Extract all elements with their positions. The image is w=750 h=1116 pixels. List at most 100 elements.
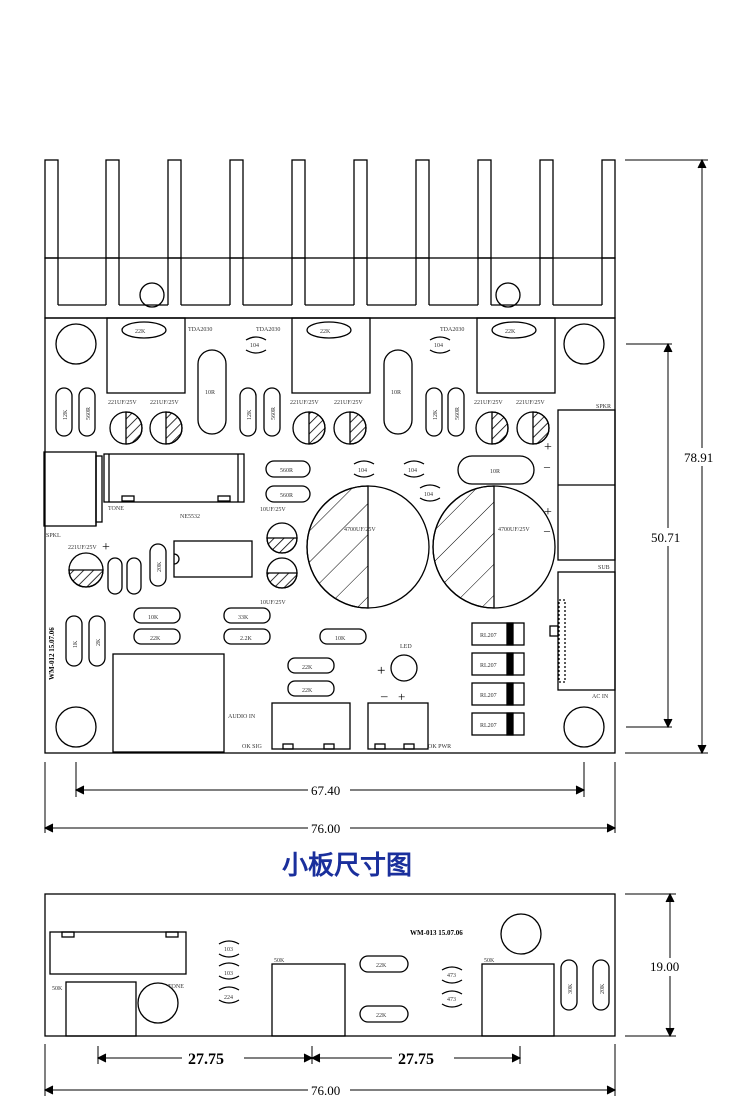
dim-small-width: 76.00 [311,1083,340,1098]
small-board-labels: WM-013 15.07.06 50K TONE 103 103 224 50K… [52,929,606,1019]
svg-text:221UF/25V: 221UF/25V [68,545,97,551]
svg-text:473: 473 [447,973,456,979]
svg-text:10R: 10R [490,469,500,475]
svg-text:12K: 12K [63,409,69,420]
svg-text:TONE: TONE [108,506,124,512]
svg-text:OK PWR: OK PWR [428,744,451,750]
svg-text:+: + [544,440,552,455]
svg-text:22K: 22K [376,1013,387,1019]
dim-main-hole-v: 50.71 [651,530,680,545]
svg-text:104: 104 [434,343,443,349]
dim-small-height: 19.00 [650,959,679,974]
svg-text:RL207: RL207 [480,723,497,729]
svg-text:103: 103 [224,971,233,977]
mount-hole [563,323,605,365]
svg-text:10UF/25V: 10UF/25V [260,600,286,606]
svg-text:30K: 30K [568,983,574,994]
svg-text:10R: 10R [391,390,401,396]
svg-text:TONE: TONE [168,984,184,990]
svg-text:4700UF/25V: 4700UF/25V [344,527,376,533]
main-dimensions [43,158,708,833]
main-board-labels: 22K 22K 22K TDA2030 TDA2030 TDA2030 104 … [46,327,611,750]
svg-text:50K: 50K [484,958,495,964]
svg-text:RL207: RL207 [480,693,497,699]
svg-text:RL207: RL207 [480,633,497,639]
svg-text:104: 104 [358,468,367,474]
svg-text:50K: 50K [274,958,285,964]
svg-text:104: 104 [408,468,417,474]
svg-text:SPKL: SPKL [46,533,61,539]
svg-text:22K: 22K [505,329,516,335]
svg-text:OK SIG: OK SIG [242,744,263,750]
svg-text:224: 224 [224,995,233,1001]
svg-text:+: + [377,663,385,679]
svg-text:560R: 560R [280,468,293,474]
svg-text:221UF/25V: 221UF/25V [516,400,545,406]
dim-small-left: 27.75 [188,1051,224,1068]
polarity-marks: + + – + – + – + [102,440,552,704]
page-title: 小板尺寸图 [282,851,412,880]
svg-text:1K: 1K [73,640,79,648]
heatsink [44,159,616,319]
svg-text:473: 473 [447,997,456,1003]
svg-text:20K: 20K [157,561,163,572]
svg-text:560R: 560R [280,493,293,499]
svg-text:WM-012 15.07.06: WM-012 15.07.06 [48,627,56,680]
svg-text:50K: 50K [52,986,63,992]
svg-text:221UF/25V: 221UF/25V [290,400,319,406]
svg-text:TDA2030: TDA2030 [188,327,212,333]
svg-text:SUB: SUB [598,565,610,571]
svg-text:12K: 12K [247,409,253,420]
svg-text:+: + [102,540,110,555]
svg-text:WM-013 15.07.06: WM-013 15.07.06 [410,929,463,937]
mount-hole [563,706,605,748]
dim-small-right: 27.75 [398,1051,434,1068]
svg-text:SPKR: SPKR [596,404,611,410]
dim-main-width: 76.00 [311,821,340,836]
svg-text:12K: 12K [433,409,439,420]
svg-text:22K: 22K [302,688,313,694]
main-caps [68,411,550,609]
svg-text:–: – [543,459,551,473]
svg-text:AC IN: AC IN [592,694,609,700]
svg-text:10K: 10K [335,636,346,642]
svg-text:10UF/25V: 10UF/25V [260,507,286,513]
svg-text:22K: 22K [302,665,313,671]
svg-text:AUDIO IN: AUDIO IN [228,714,256,720]
mount-hole [55,706,97,748]
svg-text:+: + [544,505,552,520]
svg-text:RL207: RL207 [480,663,497,669]
svg-text:221UF/25V: 221UF/25V [150,400,179,406]
svg-text:103: 103 [224,947,233,953]
svg-text:221UF/25V: 221UF/25V [474,400,503,406]
svg-text:33K: 33K [238,615,249,621]
svg-text:560R: 560R [455,407,461,420]
svg-text:–: – [380,688,388,703]
svg-text:22K: 22K [320,329,331,335]
svg-text:22K: 22K [150,636,161,642]
main-board [43,159,616,754]
svg-text:NE5532: NE5532 [180,514,200,520]
dim-main-hole-h: 67.40 [311,783,340,798]
svg-text:4700UF/25V: 4700UF/25V [498,527,530,533]
svg-text:2.2K: 2.2K [240,636,253,642]
svg-text:–: – [543,523,551,537]
svg-text:LED: LED [400,644,412,650]
svg-text:22K: 22K [135,329,146,335]
svg-text:221UF/25V: 221UF/25V [334,400,363,406]
svg-text:104: 104 [424,492,433,498]
small-board [44,893,616,1037]
mount-hole [55,323,97,365]
svg-text:TDA2030: TDA2030 [440,327,464,333]
svg-text:+: + [398,689,405,704]
svg-text:560R: 560R [271,407,277,420]
svg-text:20K: 20K [600,983,606,994]
svg-text:2K: 2K [96,638,102,646]
svg-text:10K: 10K [148,615,159,621]
svg-text:104: 104 [250,343,259,349]
svg-text:TDA2030: TDA2030 [256,327,280,333]
svg-text:221UF/25V: 221UF/25V [108,400,137,406]
svg-text:10R: 10R [205,390,215,396]
dim-main-height: 78.91 [684,450,713,465]
